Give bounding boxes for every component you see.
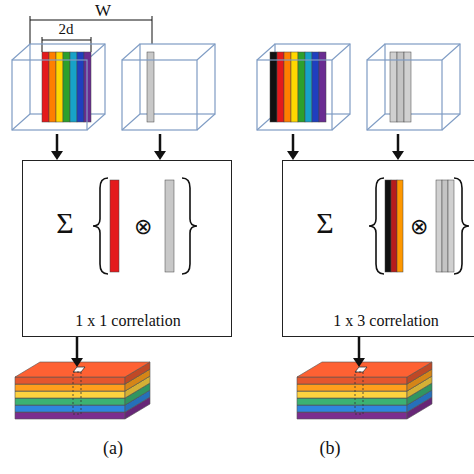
channel-bar xyxy=(291,52,298,122)
down-arrow xyxy=(392,134,404,160)
brace xyxy=(182,178,197,274)
feature-volume xyxy=(122,44,215,130)
channel-bar xyxy=(298,52,305,122)
channel-bar xyxy=(390,52,397,122)
product-symbol: ⊗ xyxy=(134,216,152,238)
channel-bar xyxy=(312,52,319,122)
channel-bar xyxy=(319,52,326,122)
down-arrow xyxy=(154,134,166,160)
feature-volume xyxy=(367,44,460,130)
sum-symbol: Σ xyxy=(56,208,73,238)
down-arrow xyxy=(71,336,83,367)
box-caption: 1 x 3 correlation xyxy=(333,313,438,329)
channel-bar xyxy=(165,180,174,272)
channel-bar xyxy=(70,52,77,122)
channel-bar xyxy=(436,180,442,272)
feature-volume xyxy=(257,44,350,130)
channel-bar xyxy=(42,52,49,122)
channel-bar xyxy=(448,180,454,272)
channel-bar xyxy=(397,180,403,272)
sum-symbol: Σ xyxy=(316,208,333,238)
channel-bar xyxy=(270,52,277,122)
channel-bar xyxy=(56,52,63,122)
dimension-label: 2d xyxy=(59,22,74,37)
dimension-line xyxy=(42,40,91,41)
channel-bar xyxy=(110,180,119,272)
box-caption: 1 x 1 correlation xyxy=(75,313,180,329)
dimension-label: W xyxy=(95,2,111,19)
dimension-line xyxy=(30,20,152,21)
output-stack xyxy=(15,362,150,419)
product-symbol: ⊗ xyxy=(410,216,428,238)
brace xyxy=(454,178,469,274)
brace xyxy=(93,178,108,274)
channel-bar xyxy=(397,52,404,122)
correlation-box: Σ ⊗ 1 x 3 correlation xyxy=(282,160,474,337)
brace xyxy=(369,178,384,274)
output-stack xyxy=(297,362,432,419)
correlation-box: Σ ⊗ 1 x 1 correlation xyxy=(22,160,232,337)
panel-label: (b) xyxy=(320,439,341,457)
channel-bar xyxy=(77,52,84,122)
channel-bar xyxy=(404,52,411,122)
down-arrow xyxy=(353,336,365,367)
feature-volume xyxy=(12,44,105,130)
channel-bar xyxy=(284,52,291,122)
channel-bar xyxy=(385,180,391,272)
channel-bar xyxy=(305,52,312,122)
channel-bar xyxy=(49,52,56,122)
down-arrow xyxy=(51,134,63,160)
down-arrow xyxy=(287,134,299,160)
channel-bar xyxy=(147,52,154,122)
channel-bar xyxy=(63,52,70,122)
channel-bar xyxy=(277,52,284,122)
channel-bar xyxy=(391,180,397,272)
channel-bar xyxy=(442,180,448,272)
panel-label: (a) xyxy=(103,439,123,457)
